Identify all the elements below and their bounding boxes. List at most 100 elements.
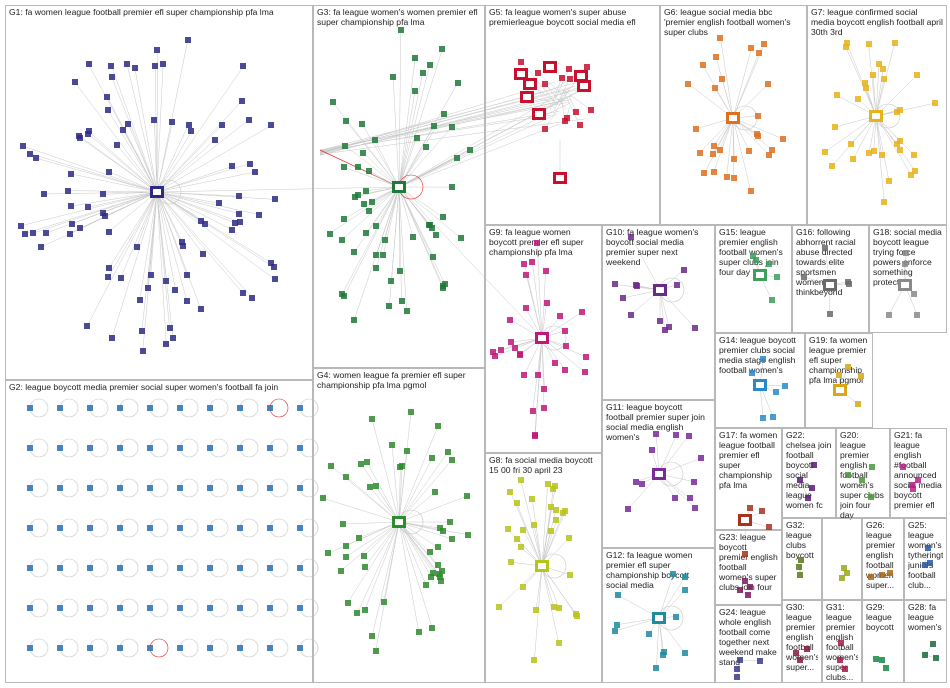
group-g27[interactable]: G28: fa league women's — [904, 600, 947, 683]
edge — [541, 483, 548, 567]
edge — [875, 115, 890, 181]
edge — [824, 247, 831, 286]
edge — [398, 521, 443, 571]
edge — [398, 48, 443, 188]
edge — [799, 479, 809, 499]
group-label-g19: G19: fa women league premier efl super c… — [809, 335, 868, 385]
edge — [722, 79, 734, 119]
edge — [541, 565, 560, 608]
edge — [156, 191, 167, 345]
edge — [156, 191, 202, 310]
edge — [136, 191, 158, 248]
group-label-g16: G16: following abhorrent racial abuse di… — [796, 227, 856, 297]
edge — [875, 115, 912, 176]
group-g9[interactable]: G9: fa league women boycott premier efl … — [485, 225, 602, 453]
group-g2[interactable]: G2: league boycott media premier social … — [5, 380, 313, 683]
group-g26[interactable]: G26: league premier english football wom… — [862, 518, 904, 600]
group-label-g30: G32: league clubs boycott — [786, 520, 814, 560]
group-g21[interactable]: G21: fa league english #football announc… — [890, 428, 947, 518]
group-g20[interactable]: G20: league premier english football wom… — [836, 428, 890, 520]
edge — [398, 186, 402, 301]
edge — [108, 171, 158, 193]
group-g22[interactable]: G22: chelsea join football boycott socia… — [782, 428, 836, 518]
edge — [366, 461, 400, 523]
edge — [371, 418, 400, 523]
group-g10[interactable]: G10: fa league women's boycott social me… — [602, 225, 715, 400]
edge — [875, 115, 882, 156]
edge — [398, 426, 439, 523]
group-g1[interactable]: G1: fa women league football premier efl… — [5, 5, 313, 380]
edge — [156, 191, 243, 294]
edge — [398, 521, 433, 629]
edge — [108, 191, 158, 232]
group-g30[interactable]: G32: league clubs boycott — [782, 518, 822, 600]
group-g8[interactable]: G8: fa social media boycott 15 00 fri 30… — [485, 453, 602, 683]
group-g23[interactable]: G23: league boycott premier english foot… — [715, 530, 782, 605]
edge — [108, 110, 158, 193]
group-g14[interactable]: G14: league boycott premier clubs social… — [715, 333, 805, 428]
group-g18[interactable]: G18: social media boycott league trying … — [869, 225, 947, 333]
edge — [319, 118, 586, 155]
edge — [398, 186, 543, 339]
group-g31[interactable]: G31: league premier english football wom… — [822, 600, 862, 683]
edge — [398, 521, 434, 574]
group-g15[interactable]: G15: league premier english football wom… — [715, 225, 792, 333]
group-label-g10: G10: fa league women's boycott social me… — [606, 227, 699, 267]
edge — [364, 521, 400, 568]
edge — [659, 289, 696, 329]
edge — [538, 72, 564, 97]
edge — [398, 457, 433, 523]
edge — [156, 191, 253, 298]
edge — [852, 115, 877, 160]
group-g4[interactable]: G4: women league fa premier efl super ch… — [313, 368, 485, 683]
edge — [156, 191, 275, 280]
edge — [156, 100, 242, 193]
edge — [535, 565, 543, 610]
edge — [156, 125, 272, 193]
group-label-g8: G8: fa social media boycott 15 00 fri 30… — [489, 455, 593, 475]
edge — [156, 191, 220, 204]
group-g6[interactable]: G6: league social media bbc 'premier eng… — [660, 5, 807, 225]
edge — [398, 127, 452, 188]
edge — [398, 186, 444, 218]
group-label-g31: G31: league premier english football wom… — [826, 602, 858, 682]
edge — [345, 120, 400, 188]
edge — [704, 117, 734, 174]
group-g3[interactable]: G3: fa league women's women premier efl … — [313, 5, 485, 368]
edge — [86, 191, 158, 327]
edge — [23, 145, 158, 193]
group-g24[interactable]: G24: league whole english football come … — [715, 605, 782, 683]
edge — [156, 119, 250, 193]
edge — [702, 64, 734, 119]
group-g17[interactable]: G17: fa women league football premier ef… — [715, 428, 782, 530]
edge — [156, 64, 164, 193]
edge — [375, 186, 400, 269]
edge — [658, 435, 689, 475]
edge — [116, 144, 158, 193]
edge — [398, 186, 407, 312]
group-g7[interactable]: G7: league confirmed social media boycot… — [807, 5, 947, 225]
edge — [658, 576, 686, 619]
edge — [398, 521, 427, 586]
edge — [554, 68, 570, 100]
edge — [111, 191, 158, 338]
group-g5[interactable]: G5: fa league women's super abuse premie… — [485, 5, 660, 225]
edge — [156, 191, 206, 225]
group-g11[interactable]: G11: league boycott football premier sup… — [602, 400, 715, 548]
edge — [631, 237, 661, 291]
edge — [846, 42, 877, 117]
edge — [398, 30, 402, 188]
group-g12[interactable]: G12: fa league women premier efl super c… — [602, 548, 715, 683]
edge — [872, 75, 877, 117]
edge — [361, 463, 400, 523]
group-g25[interactable]: G25: league women's tytheringt... junior… — [904, 518, 947, 600]
group-g28[interactable]: G29: league boycott — [862, 600, 904, 683]
edge — [875, 74, 918, 117]
edge — [88, 131, 158, 193]
group-g32[interactable] — [822, 518, 862, 600]
group-g29[interactable]: G30: league premier english football wom… — [782, 600, 822, 683]
group-g19[interactable]: G19: fa women league premier efl super c… — [805, 333, 873, 428]
edge — [126, 64, 158, 193]
edge — [398, 186, 461, 239]
group-g16[interactable]: G16: following abhorrent racial abuse di… — [792, 225, 869, 333]
